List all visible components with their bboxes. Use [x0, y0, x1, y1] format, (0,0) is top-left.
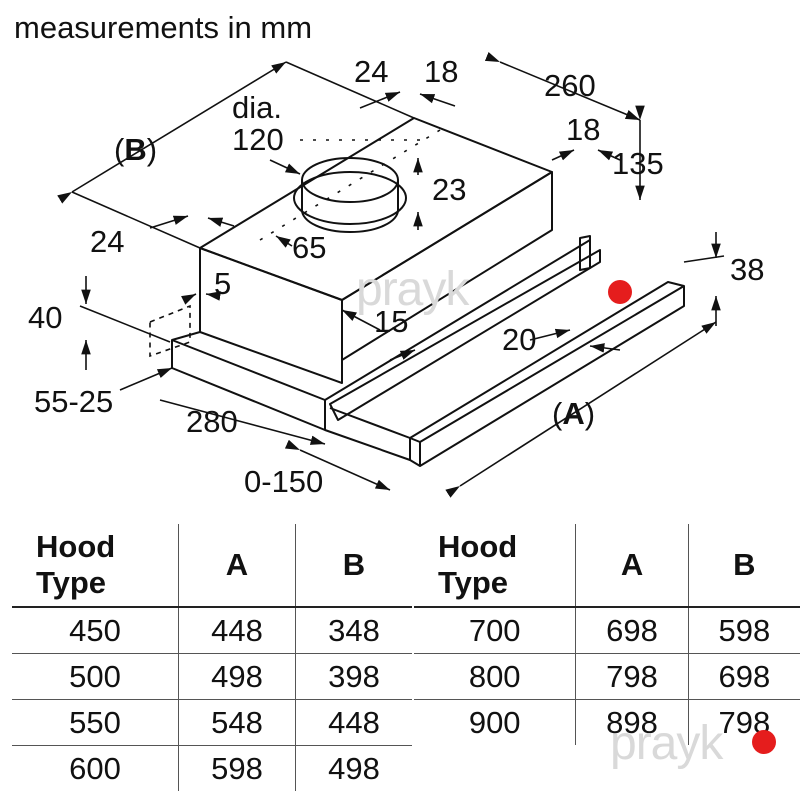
dim-dia-value: 120 — [232, 122, 284, 157]
label-b: (B) — [114, 132, 158, 167]
dim-65: 65 — [292, 230, 327, 265]
cell-hood-type: 500 — [69, 658, 121, 694]
cell-a: 698 — [575, 607, 689, 654]
hood-spec-table-right: Hood Type A B 700 698 598 800 798 698 90… — [414, 524, 800, 745]
table-row: 900 898 798 — [414, 699, 800, 745]
dim-135: 135 — [612, 146, 664, 181]
dim-5: 5 — [214, 266, 232, 301]
cell-b: 698 — [687, 653, 800, 700]
table-row: 550 548 448 — [12, 699, 412, 746]
header-b: B — [687, 524, 800, 607]
dim-280: 280 — [186, 404, 238, 439]
cell-a: 498 — [178, 653, 296, 700]
dim-55-25: 55-25 — [34, 384, 114, 419]
table-row: 450 448 348 — [12, 607, 412, 654]
cell-b: 448 — [295, 699, 412, 746]
header-b: B — [295, 524, 412, 607]
cell-b: 598 — [687, 607, 800, 654]
hood-front-panel — [409, 281, 685, 467]
dim-15: 15 — [374, 304, 409, 339]
header-hood-type: Hood Type — [414, 524, 576, 607]
cell-a: 598 — [178, 745, 296, 791]
label-a: (A) — [552, 396, 596, 431]
dim-0-150: 0-150 — [244, 464, 324, 499]
table-row: 800 798 698 — [414, 653, 800, 700]
dim-40: 40 — [28, 300, 63, 335]
table-row: 700 698 598 — [414, 607, 800, 654]
header-a: A — [575, 524, 689, 607]
cell-hood-type: 450 — [69, 612, 121, 648]
cell-b: 348 — [295, 607, 412, 654]
dim-24-left: 24 — [90, 224, 125, 259]
dim-20: 20 — [502, 322, 537, 357]
cell-hood-type: 600 — [69, 750, 121, 786]
cell-a: 448 — [178, 607, 296, 654]
cell-a: 798 — [575, 653, 689, 700]
dim-38: 38 — [730, 252, 765, 287]
table-header-row: Hood Type A B — [414, 524, 800, 607]
watermark-dot-drawing — [608, 280, 632, 304]
dim-24-top: 24 — [354, 54, 389, 89]
watermark-dot-corner — [752, 730, 776, 754]
dim-18-top: 18 — [424, 54, 459, 89]
header-hood-type-label: Hood Type — [438, 529, 518, 600]
measurements-header: measurements in mm — [14, 10, 313, 45]
dim-dia-word: dia. — [232, 90, 282, 125]
header-a: A — [178, 524, 296, 607]
header-hood-type: Hood Type — [12, 524, 179, 607]
cell-a: 898 — [575, 699, 689, 745]
watermark-corner: prayk — [610, 717, 723, 770]
table-header-row: Hood Type A B — [12, 524, 412, 607]
dim-260: 260 — [544, 68, 596, 103]
dim-18-right: 18 — [566, 112, 601, 147]
cell-a: 548 — [178, 699, 296, 746]
cell-hood-type: 900 — [468, 704, 521, 740]
hood-body-top — [199, 117, 553, 301]
cell-b: 498 — [295, 745, 412, 791]
hood-drawer — [329, 249, 601, 421]
table-row: 500 498 398 — [12, 653, 412, 700]
cell-hood-type: 800 — [468, 658, 521, 694]
cell-hood-type: 700 — [468, 612, 521, 648]
cell-hood-type: 550 — [69, 704, 121, 740]
watermark-drawing: prayk — [356, 263, 469, 316]
hood-spec-table-left: Hood Type A B 450 448 348 500 498 398 55… — [12, 524, 412, 791]
cell-b: 398 — [295, 653, 412, 700]
dim-23: 23 — [432, 172, 467, 207]
table-row: 600 598 498 — [12, 745, 412, 791]
header-hood-type-label: Hood Type — [36, 529, 116, 600]
hood-dimension-drawing — [57, 52, 725, 498]
